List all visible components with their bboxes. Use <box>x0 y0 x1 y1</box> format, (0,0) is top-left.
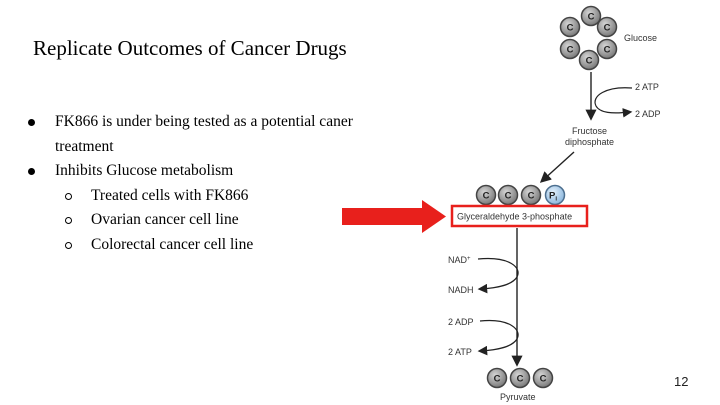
svg-text:C: C <box>517 374 524 385</box>
pyruvate-label: Pyruvate <box>500 392 536 402</box>
svg-text:C: C <box>505 191 512 202</box>
atp-in-label: 2 ATP <box>635 82 659 92</box>
svg-text:C: C <box>567 45 574 56</box>
svg-text:C: C <box>604 23 611 34</box>
svg-text:C: C <box>588 12 595 23</box>
sub-bullet-item: Ovarian cancer cell line <box>28 208 388 233</box>
svg-text:Pi: Pi <box>549 191 557 203</box>
sub-bullet-text: Ovarian cancer cell line <box>91 211 239 228</box>
bullet-item: Inhibits Glucose metabolism <box>28 159 388 184</box>
svg-text:C: C <box>586 56 593 67</box>
bullet-ring-icon <box>65 241 72 249</box>
nadh-label: NADH <box>448 285 474 295</box>
arrow-fructose-g3p <box>539 151 575 183</box>
bullet-text: Inhibits Glucose metabolism <box>55 162 234 179</box>
svg-text:C: C <box>528 191 535 202</box>
atp2-label: 2 ATP <box>448 347 472 357</box>
svg-text:C: C <box>540 374 547 385</box>
bullet-item: FK866 is under being tested as a potenti… <box>28 110 388 159</box>
g3p-molecule: C C C Pi <box>475 184 566 206</box>
slide-title: Replicate Outcomes of Cancer Drugs <box>33 36 347 60</box>
nad-label: NAD+ <box>448 255 471 265</box>
nad-nadh-curve-arrow <box>477 257 519 294</box>
adp2-label: 2 ADP <box>448 317 474 327</box>
sub-bullet-text: Colorectal cancer cell line <box>91 235 254 253</box>
g3p-label: Glyceraldehyde 3-phosphate <box>457 212 572 222</box>
sub-bullet-item: Colorectal cancer cell line <box>28 233 388 258</box>
sub-bullet-text: Treated cells with FK866 <box>91 186 249 204</box>
fructose-label-line1: Fructose <box>572 126 607 136</box>
atp-adp-curve-arrow <box>594 87 633 118</box>
svg-text:C: C <box>567 23 574 34</box>
svg-text:C: C <box>494 374 501 385</box>
red-pointer-arrow <box>342 200 446 233</box>
bullet-list: FK866 is under being tested as a potenti… <box>28 110 388 257</box>
bullet-ring-icon <box>65 192 72 200</box>
pyruvate-molecule: C C C <box>486 367 554 389</box>
page-number: 12 <box>674 374 689 389</box>
adp-out-label: 2 ADP <box>635 109 661 119</box>
sub-bullet-item: Treated cells with FK866 <box>28 184 388 209</box>
fructose-label-line2: diphosphate <box>565 137 614 147</box>
glucose-label: Glucose <box>624 33 657 43</box>
adp-atp-curve-arrow <box>477 319 519 356</box>
svg-text:C: C <box>483 191 490 202</box>
bullet-dot-icon <box>28 168 35 175</box>
bullet-ring-icon <box>65 217 72 224</box>
g3p-highlight-box <box>450 204 589 228</box>
bullet-text: FK866 is under being tested as a potenti… <box>55 113 353 155</box>
svg-text:C: C <box>604 45 611 56</box>
bullet-dot-icon <box>28 119 35 126</box>
glucose-molecule: C C C C C C <box>559 5 618 71</box>
